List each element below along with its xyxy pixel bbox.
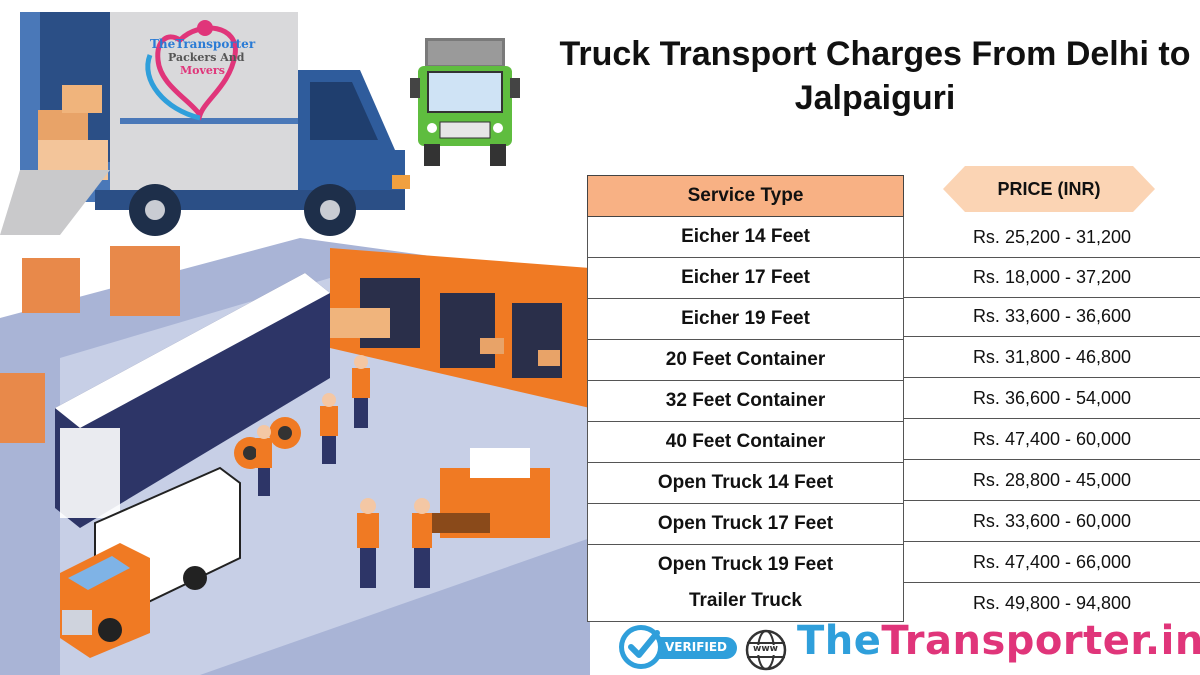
price-cell: Rs. 47,400 - 60,000: [904, 419, 1200, 460]
price-cell: Rs. 36,600 - 54,000: [904, 378, 1200, 419]
service-cell: Open Truck 17 Feet: [587, 504, 904, 545]
price-cell: Rs. 25,200 - 31,200: [972, 227, 1132, 247]
service-cell: Eicher 19 Feet: [587, 299, 904, 340]
price-cell: Rs. 18,000 - 37,200: [904, 257, 1200, 298]
verified-check-icon: [619, 625, 737, 669]
logo-line-3: Movers: [180, 64, 225, 77]
website-name-transporter: Transporter: [881, 618, 1145, 664]
company-logo: TheTransporter Packers And Movers: [150, 37, 260, 78]
website-name-the: The: [797, 618, 882, 664]
price-header-arrow: [943, 166, 1155, 212]
website-name-part2: .in: [1144, 618, 1200, 664]
service-cell: 32 Feet Container: [587, 381, 904, 422]
website-name[interactable]: TheTransporter.in: [797, 618, 1200, 664]
verified-badge: VERIFIED: [617, 623, 739, 671]
logo-line-2: Packers And: [168, 51, 245, 64]
price-cell: Rs. 33,600 - 36,600: [904, 296, 1200, 337]
price-cell: Rs. 33,600 - 60,000: [904, 501, 1200, 542]
service-cell: Open Truck 14 Feet: [587, 463, 904, 504]
service-type-header: Service Type: [587, 175, 904, 217]
globe-label: www: [753, 644, 778, 654]
service-cell: Trailer Truck: [587, 580, 904, 622]
price-cell: Rs. 31,800 - 46,800: [904, 337, 1200, 378]
price-cell: Rs. 47,400 - 66,000: [904, 542, 1200, 583]
logo-line-1: TheTransporter: [150, 37, 256, 51]
front-truck-icon: [410, 38, 520, 166]
verified-label: VERIFIED: [665, 640, 728, 654]
moving-truck-illustration: [0, 12, 410, 236]
service-cell: Eicher 14 Feet: [587, 217, 904, 258]
website-name-part1: TheTransporter: [797, 618, 1145, 664]
price-header: PRICE (INR): [997, 178, 1101, 199]
service-cell: Eicher 17 Feet: [587, 258, 904, 299]
price-cell: Rs. 49,800 - 94,800: [972, 593, 1132, 613]
page-title: Truck Transport Charges From Delhi to Ja…: [559, 35, 1191, 117]
warehouse-illustration: [0, 238, 590, 675]
price-cell: Rs. 28,800 - 45,000: [904, 460, 1200, 501]
service-cell: 20 Feet Container: [587, 340, 904, 381]
globe-icon: www: [745, 629, 787, 671]
service-cell: 40 Feet Container: [587, 422, 904, 463]
